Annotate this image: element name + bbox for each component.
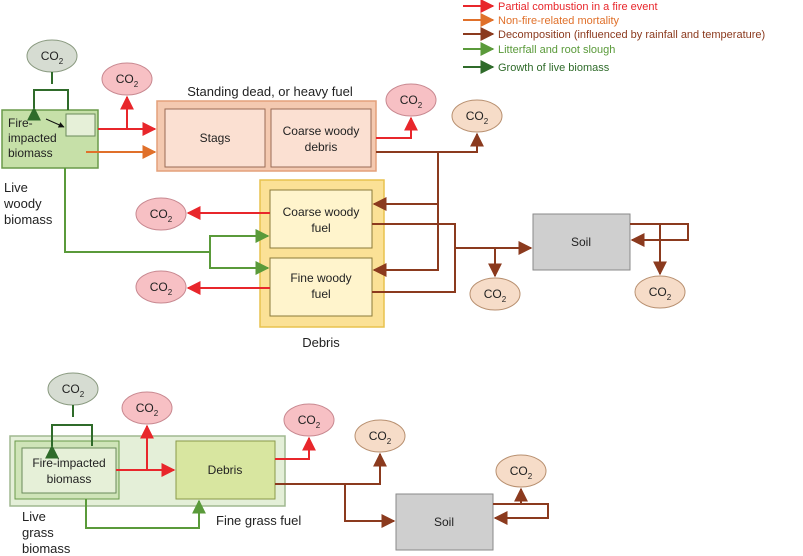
co2-ellipse-debris-fire: CO2 xyxy=(385,83,437,117)
grass-debris-label: Debris xyxy=(208,463,243,477)
legend: Partial combustion in a fire event Non-f… xyxy=(463,0,765,74)
standing-dead-title: Standing dead, or heavy fuel xyxy=(187,84,353,99)
svg-text:CO2: CO2 xyxy=(41,49,64,66)
co2-ellipse-fine-fire: CO2 xyxy=(135,270,187,304)
debris-title: Debris xyxy=(302,335,340,350)
svg-text:CO2: CO2 xyxy=(62,382,85,399)
soil-box xyxy=(532,213,631,271)
live-grass-label: biomass xyxy=(22,541,71,556)
fine-woody-fuel-label: fuel xyxy=(311,287,330,301)
co2-ellipse-grass-soil: CO2 xyxy=(495,454,547,488)
co2-ellipse-coarse-fire: CO2 xyxy=(135,197,187,231)
legend-label: Non-fire-related mortality xyxy=(498,15,620,27)
legend-item-growth: Growth of live biomass xyxy=(463,60,610,74)
live-grass-label: grass xyxy=(22,525,54,540)
stags-label: Stags xyxy=(200,131,231,145)
svg-text:CO2: CO2 xyxy=(136,401,159,418)
coarse-woody-fuel-label: Coarse woody xyxy=(283,205,360,219)
soil-label: Soil xyxy=(571,235,591,249)
fire-impacted-label: biomass xyxy=(8,146,53,160)
coarse-woody-fuel-label: fuel xyxy=(311,221,330,235)
fine-grass-fuel-label: Fine grass fuel xyxy=(216,513,301,528)
live-woody-label: woody xyxy=(3,196,42,211)
grass-soil-label: Soil xyxy=(434,515,454,529)
co2-ellipse-soil: CO2 xyxy=(634,275,686,309)
co2-ellipse-grass-input: CO2 xyxy=(47,372,99,406)
grass-fire-impacted-box xyxy=(21,447,117,494)
fine-woody-fuel-label: Fine woody xyxy=(290,271,351,285)
coarse-woody-fuel-box xyxy=(269,189,373,249)
coarse-woody-debris-label: Coarse woody xyxy=(283,124,360,138)
live-grass-label: Live xyxy=(22,509,46,524)
legend-item-combustion: Partial combustion in a fire event xyxy=(463,0,658,13)
svg-text:CO2: CO2 xyxy=(400,93,423,110)
fine-woody-fuel-box xyxy=(269,257,373,317)
grass-fire-impacted-label: Fire-impacted xyxy=(32,456,105,470)
grass-debris-box xyxy=(175,440,276,500)
svg-text:CO2: CO2 xyxy=(369,429,392,446)
co2-ellipse-input: CO2 xyxy=(26,39,78,73)
co2-ellipse-grass-debris-fire: CO2 xyxy=(283,403,335,437)
pointer-arrow xyxy=(45,118,65,128)
svg-text:CO2: CO2 xyxy=(298,413,321,430)
legend-label: Growth of live biomass xyxy=(498,62,610,74)
svg-text:CO2: CO2 xyxy=(116,72,139,89)
coarse-woody-debris-label: debris xyxy=(305,140,338,154)
legend-item-mortality: Non-fire-related mortality xyxy=(463,13,620,27)
svg-text:CO2: CO2 xyxy=(649,285,672,302)
grass-fire-impacted-label: biomass xyxy=(47,472,92,486)
svg-text:CO2: CO2 xyxy=(150,280,173,297)
svg-text:CO2: CO2 xyxy=(466,109,489,126)
stags-box xyxy=(164,108,266,168)
legend-item-decomposition: Decomposition (influenced by rainfall an… xyxy=(463,27,765,41)
legend-label: Decomposition (influenced by rainfall an… xyxy=(498,29,765,41)
svg-text:CO2: CO2 xyxy=(484,287,507,304)
co2-ellipse-decomp-soil: CO2 xyxy=(469,277,521,311)
co2-ellipse-fire: CO2 xyxy=(101,62,153,96)
legend-item-litterfall: Litterfall and root slough xyxy=(463,42,615,56)
co2-ellipse-grass-decomp: CO2 xyxy=(354,419,406,453)
svg-text:CO2: CO2 xyxy=(150,207,173,224)
grass-soil-box xyxy=(395,493,494,551)
live-woody-label: biomass xyxy=(4,212,53,227)
co2-ellipse-decomp: CO2 xyxy=(451,99,503,133)
fire-impacted-label: Fire- xyxy=(8,116,33,130)
fire-impacted-label: impacted xyxy=(8,131,57,145)
legend-label: Litterfall and root slough xyxy=(498,44,615,56)
coarse-woody-debris-box xyxy=(270,108,372,168)
fire-impacted-subbox xyxy=(65,113,96,137)
co2-ellipse-grass-fire: CO2 xyxy=(121,391,173,425)
legend-label: Partial combustion in a fire event xyxy=(498,1,658,13)
svg-text:CO2: CO2 xyxy=(510,464,533,481)
live-woody-label: Live xyxy=(4,180,28,195)
